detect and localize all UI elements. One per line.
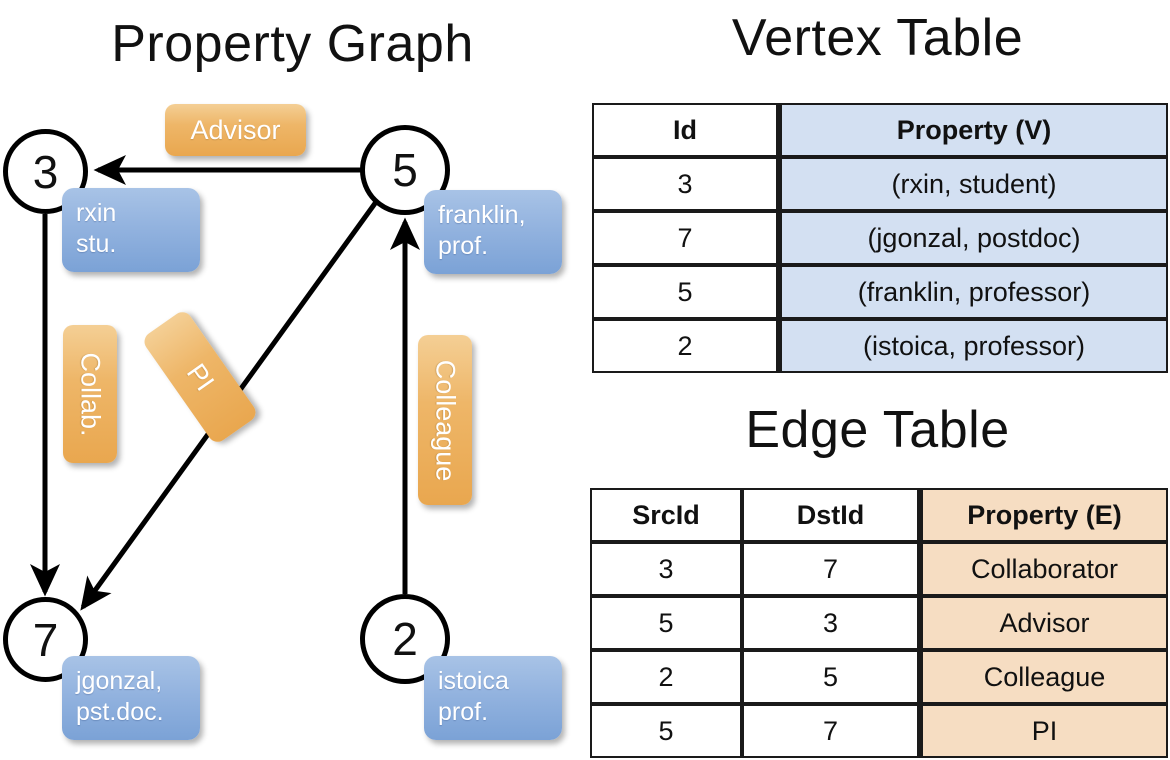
- vertex-cell-id: 7: [592, 211, 778, 265]
- edge-label-colleague: Colleague: [418, 335, 472, 505]
- edge-cell-srcid: 2: [590, 650, 742, 704]
- graph-node-2-label: 2: [392, 613, 418, 665]
- edge-cell-dstid: 7: [742, 542, 919, 596]
- vertex-cell-id: 2: [592, 319, 778, 373]
- edge-label-pi-text: PI: [180, 357, 221, 396]
- edge-label-advisor-text: Advisor: [190, 114, 281, 145]
- edge-cell-srcid: 5: [590, 596, 742, 650]
- table-row[interactable]: 5 7 PI: [590, 704, 1168, 758]
- vertex-property-jgonzal-name: jgonzal,: [76, 667, 163, 695]
- vertex-table: Id Property (V) 3 (rxin, student) 7 (jgo…: [592, 103, 1168, 373]
- graph-node-3-label: 3: [32, 145, 59, 198]
- edge-table-header-property: Property (E): [919, 488, 1168, 542]
- edge-cell-dstid: 5: [742, 650, 919, 704]
- vertex-cell-property: (jgonzal, postdoc): [778, 211, 1168, 265]
- table-row[interactable]: 2 5 Colleague: [590, 650, 1168, 704]
- vertex-cell-id: 3: [592, 157, 778, 211]
- edge-label-collab: Collab.: [63, 325, 117, 463]
- vertex-property-box-franklin: franklin, prof.: [424, 190, 562, 274]
- vertex-property-box-jgonzal: jgonzal, pst.doc.: [62, 656, 200, 740]
- table-row[interactable]: 7 (jgonzal, postdoc): [592, 211, 1168, 265]
- edge-table-header-srcid: SrcId: [590, 488, 742, 542]
- vertex-property-box-istoica: istoica prof.: [424, 656, 562, 740]
- edge-cell-srcid: 3: [590, 542, 742, 596]
- edge-cell-property: Collaborator: [919, 542, 1168, 596]
- vertex-cell-property: (rxin, student): [778, 157, 1168, 211]
- edge-cell-dstid: 7: [742, 704, 919, 758]
- edge-cell-srcid: 5: [590, 704, 742, 758]
- table-row[interactable]: 2 (istoica, professor): [592, 319, 1168, 373]
- graph-node-2[interactable]: 2: [360, 594, 450, 684]
- graph-node-7-label: 7: [32, 613, 59, 666]
- edge-label-colleague-text: Colleague: [430, 359, 461, 481]
- vertex-property-jgonzal-role: pst.doc.: [76, 698, 164, 727]
- edge-cell-property: Colleague: [919, 650, 1168, 704]
- vertex-property-franklin-role: prof.: [438, 232, 489, 261]
- table-row[interactable]: 5 (franklin, professor): [592, 265, 1168, 319]
- page-title-edge-table: Edge Table: [745, 401, 1010, 459]
- vertex-table-header-row: Id Property (V): [592, 103, 1168, 157]
- vertex-property-istoica-name: istoica: [438, 667, 509, 695]
- vertex-table-header-id: Id: [592, 103, 778, 157]
- page-title-vertex-table: Vertex Table: [731, 9, 1024, 67]
- vertex-property-rxin-name: rxin: [76, 199, 117, 227]
- edge-cell-property: PI: [919, 704, 1168, 758]
- edge-table-header-row: SrcId DstId Property (E): [590, 488, 1168, 542]
- table-row[interactable]: 3 (rxin, student): [592, 157, 1168, 211]
- vertex-property-rxin-role: stu.: [76, 230, 117, 259]
- graph-node-5-label: 5: [392, 144, 418, 196]
- graph-node-5[interactable]: 5: [360, 125, 450, 215]
- vertex-property-franklin-name: franklin,: [438, 201, 526, 229]
- edge-table: SrcId DstId Property (E) 3 7 Collaborato…: [590, 488, 1168, 758]
- vertex-cell-id: 5: [592, 265, 778, 319]
- property-graph-diagram: 3 5 7 2 rxin stu. franklin, prof. jgonza…: [3, 104, 562, 740]
- edge-label-collab-text: Collab.: [75, 351, 106, 437]
- edge-cell-property: Advisor: [919, 596, 1168, 650]
- vertex-table-header-property: Property (V): [778, 103, 1168, 157]
- edge-label-advisor: Advisor: [165, 104, 306, 156]
- edge-table-header-dstid: DstId: [742, 488, 919, 542]
- vertex-property-box-rxin: rxin stu.: [62, 188, 200, 272]
- page-title-property-graph: Property Graph: [111, 15, 474, 73]
- vertex-cell-property: (istoica, professor): [778, 319, 1168, 373]
- vertex-property-istoica-role: prof.: [438, 698, 489, 727]
- edge-cell-dstid: 3: [742, 596, 919, 650]
- vertex-cell-property: (franklin, professor): [778, 265, 1168, 319]
- table-row[interactable]: 5 3 Advisor: [590, 596, 1168, 650]
- table-row[interactable]: 3 7 Collaborator: [590, 542, 1168, 596]
